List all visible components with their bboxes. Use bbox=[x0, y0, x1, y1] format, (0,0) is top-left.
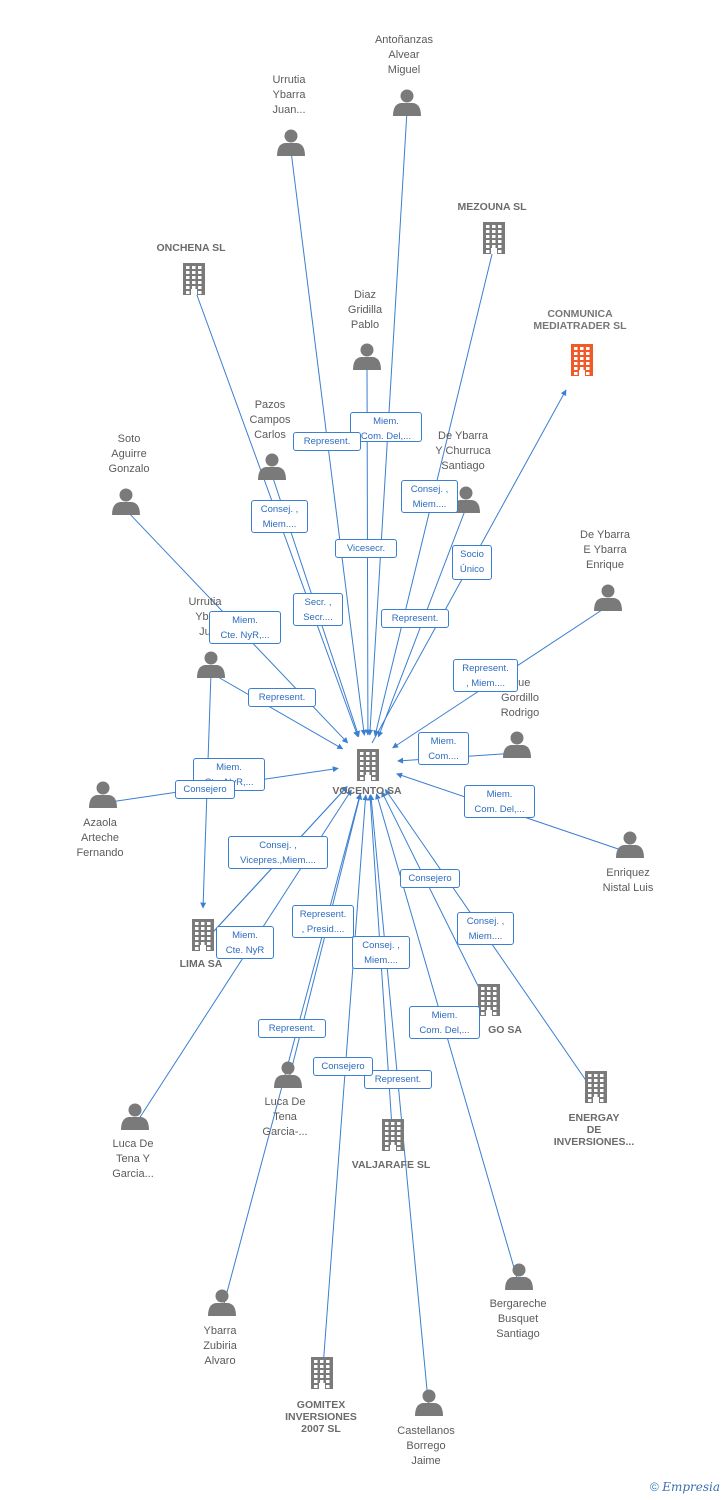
node-label-valjarafe[interactable]: VALJARAFE SL bbox=[351, 1159, 431, 1171]
building-icon[interactable] bbox=[357, 749, 379, 781]
building-icon[interactable] bbox=[382, 1119, 404, 1151]
person-icon[interactable] bbox=[594, 584, 622, 612]
node-label-azaola[interactable]: Azaola Arteche Fernando bbox=[76, 817, 124, 859]
building-icon[interactable] bbox=[571, 344, 593, 376]
edge-gomitex-vocento bbox=[321, 794, 369, 1382]
edge-castellanos-vocento bbox=[368, 794, 430, 1412]
person-icon[interactable] bbox=[274, 1061, 302, 1089]
node-label-bergareche[interactable]: Bergareche Busquet Santiago bbox=[489, 1298, 547, 1340]
node-label-go[interactable]: GO SA bbox=[488, 1024, 522, 1036]
node-label-lucadetena_g[interactable]: Luca De Tena Garcia-... bbox=[262, 1096, 308, 1138]
node-label-pazos[interactable]: Pazos Campos Carlos bbox=[249, 399, 291, 441]
edge-label-enriquez-vocento[interactable]: Miem. Com. Del,... bbox=[464, 785, 535, 818]
edge-label-lima-vocento[interactable]: Consej. , Vicepres.,Miem.... bbox=[228, 836, 328, 869]
person-icon[interactable] bbox=[505, 1263, 533, 1291]
edge-label-bergareche-vocento[interactable]: Miem. Com. Del,... bbox=[409, 1006, 480, 1039]
person-icon[interactable] bbox=[415, 1389, 443, 1417]
person-icon[interactable] bbox=[197, 651, 225, 679]
edge-label-valjarafe-vocento[interactable]: Consej. , Miem.... bbox=[352, 936, 410, 969]
node-label-enriquez[interactable]: Enriquez Nistal Luis bbox=[602, 867, 654, 894]
edge-label-enrique_g-vocento[interactable]: Miem. Com.... bbox=[418, 732, 469, 765]
node-label-castellanos[interactable]: Castellanos Borrego Jaime bbox=[397, 1425, 455, 1467]
edge-label-urrutia2-lima[interactable]: Consejero bbox=[175, 780, 235, 799]
node-label-conmunica[interactable]: CONMUNICA MEDIATRADER SL bbox=[533, 308, 627, 332]
person-icon[interactable] bbox=[89, 781, 117, 809]
node-label-energay[interactable]: ENERGAY DE INVERSIONES... bbox=[553, 1112, 635, 1148]
person-icon[interactable] bbox=[208, 1289, 236, 1317]
edge-label-lucadetena_g-vocento[interactable]: Represent. , Presid.... bbox=[292, 905, 354, 938]
person-icon[interactable] bbox=[393, 89, 421, 117]
person-icon[interactable] bbox=[353, 343, 381, 371]
person-icon[interactable] bbox=[112, 488, 140, 516]
edge-label-lima-vocento[interactable]: Miem. Cte. NyR bbox=[216, 926, 274, 959]
node-label-urrutia1[interactable]: Urrutia Ybarra Juan... bbox=[272, 74, 306, 116]
person-icon[interactable] bbox=[258, 453, 286, 481]
node-label-ybarra_z[interactable]: Ybarra Zubiria Alvaro bbox=[203, 1325, 237, 1367]
edge-label-deybarra_ch-vocento[interactable]: Represent. bbox=[381, 609, 449, 628]
person-icon[interactable] bbox=[452, 486, 480, 514]
node-label-diaz[interactable]: Diaz Gridilla Pablo bbox=[347, 289, 383, 331]
copyright-symbol: © bbox=[650, 1480, 659, 1494]
edge-label-castellanos-vocento[interactable]: Represent. bbox=[258, 1019, 326, 1038]
node-label-lucadetena_y[interactable]: Luca De Tena Y Garcia... bbox=[112, 1138, 154, 1180]
edge-bergareche-vocento bbox=[375, 793, 520, 1286]
edge-go-vocento bbox=[381, 791, 490, 1009]
person-icon[interactable] bbox=[616, 831, 644, 859]
node-label-onchena[interactable]: ONCHENA SL bbox=[156, 242, 226, 254]
building-icon[interactable] bbox=[478, 984, 500, 1016]
edge-label-antonanzas-vocento[interactable]: Miem. Com. Del,... bbox=[350, 412, 422, 442]
building-icon[interactable] bbox=[483, 222, 505, 254]
edge-label-mezouna-vocento[interactable]: Consej. , Miem.... bbox=[401, 480, 458, 513]
node-label-gomitex[interactable]: GOMITEX INVERSIONES 2007 SL bbox=[285, 1399, 357, 1435]
edge-urrutia2-vocento bbox=[210, 672, 344, 750]
node-label-mezouna[interactable]: MEZOUNA SL bbox=[457, 201, 527, 213]
node-label-antonanzas[interactable]: Antoñanzas Alvear Miguel bbox=[374, 34, 434, 76]
edge-label-ybarra_z-vocento[interactable]: Consejero bbox=[313, 1057, 373, 1076]
person-icon[interactable] bbox=[503, 731, 531, 759]
edge-label-urrutia2-vocento[interactable]: Represent. bbox=[248, 688, 316, 707]
node-label-deybarra_e[interactable]: De Ybarra E Ybarra Enrique bbox=[580, 529, 630, 571]
edge-label-lucadetena_y-vocento[interactable]: Represent. bbox=[364, 1070, 432, 1089]
building-icon[interactable] bbox=[585, 1071, 607, 1103]
edge-ybarra_z-vocento bbox=[221, 793, 362, 1312]
edge-label-energay-vocento[interactable]: Consej. , Miem.... bbox=[457, 912, 514, 945]
node-label-soto[interactable]: Soto Aguirre Gonzalo bbox=[108, 433, 150, 475]
building-icon[interactable] bbox=[192, 919, 214, 951]
edge-label-go-vocento[interactable]: Consejero bbox=[400, 869, 460, 888]
person-icon[interactable] bbox=[121, 1103, 149, 1131]
edge-label-soto-vocento[interactable]: Miem. Cte. NyR,... bbox=[209, 611, 281, 644]
edge-label-pazos-vocento[interactable]: Secr. , Secr.... bbox=[293, 593, 343, 626]
node-label-lima[interactable]: LIMA SA bbox=[179, 958, 223, 970]
node-label-deybarra_ch[interactable]: De Ybarra Y Churruca Santiago bbox=[435, 430, 491, 472]
node-label-vocento[interactable]: VOCENTO SA bbox=[332, 785, 402, 797]
edge-label-urrutia1-vocento[interactable]: Represent. bbox=[293, 432, 361, 451]
building-icon[interactable] bbox=[183, 263, 205, 295]
brand-logo[interactable]: Empresia bbox=[662, 1480, 720, 1494]
edge-label-deybarra_e-vocento[interactable]: Represent. , Miem.... bbox=[453, 659, 518, 692]
edge-label-vocento-conmunica[interactable]: Socio Único bbox=[452, 545, 492, 580]
footer: © Empresia bbox=[650, 1480, 720, 1494]
person-icon[interactable] bbox=[277, 129, 305, 157]
edge-label-onchena-vocento[interactable]: Consej. , Miem.... bbox=[251, 500, 308, 533]
edge-label-diaz-vocento[interactable]: Vicesecr. bbox=[335, 539, 397, 558]
building-icon[interactable] bbox=[311, 1357, 333, 1389]
